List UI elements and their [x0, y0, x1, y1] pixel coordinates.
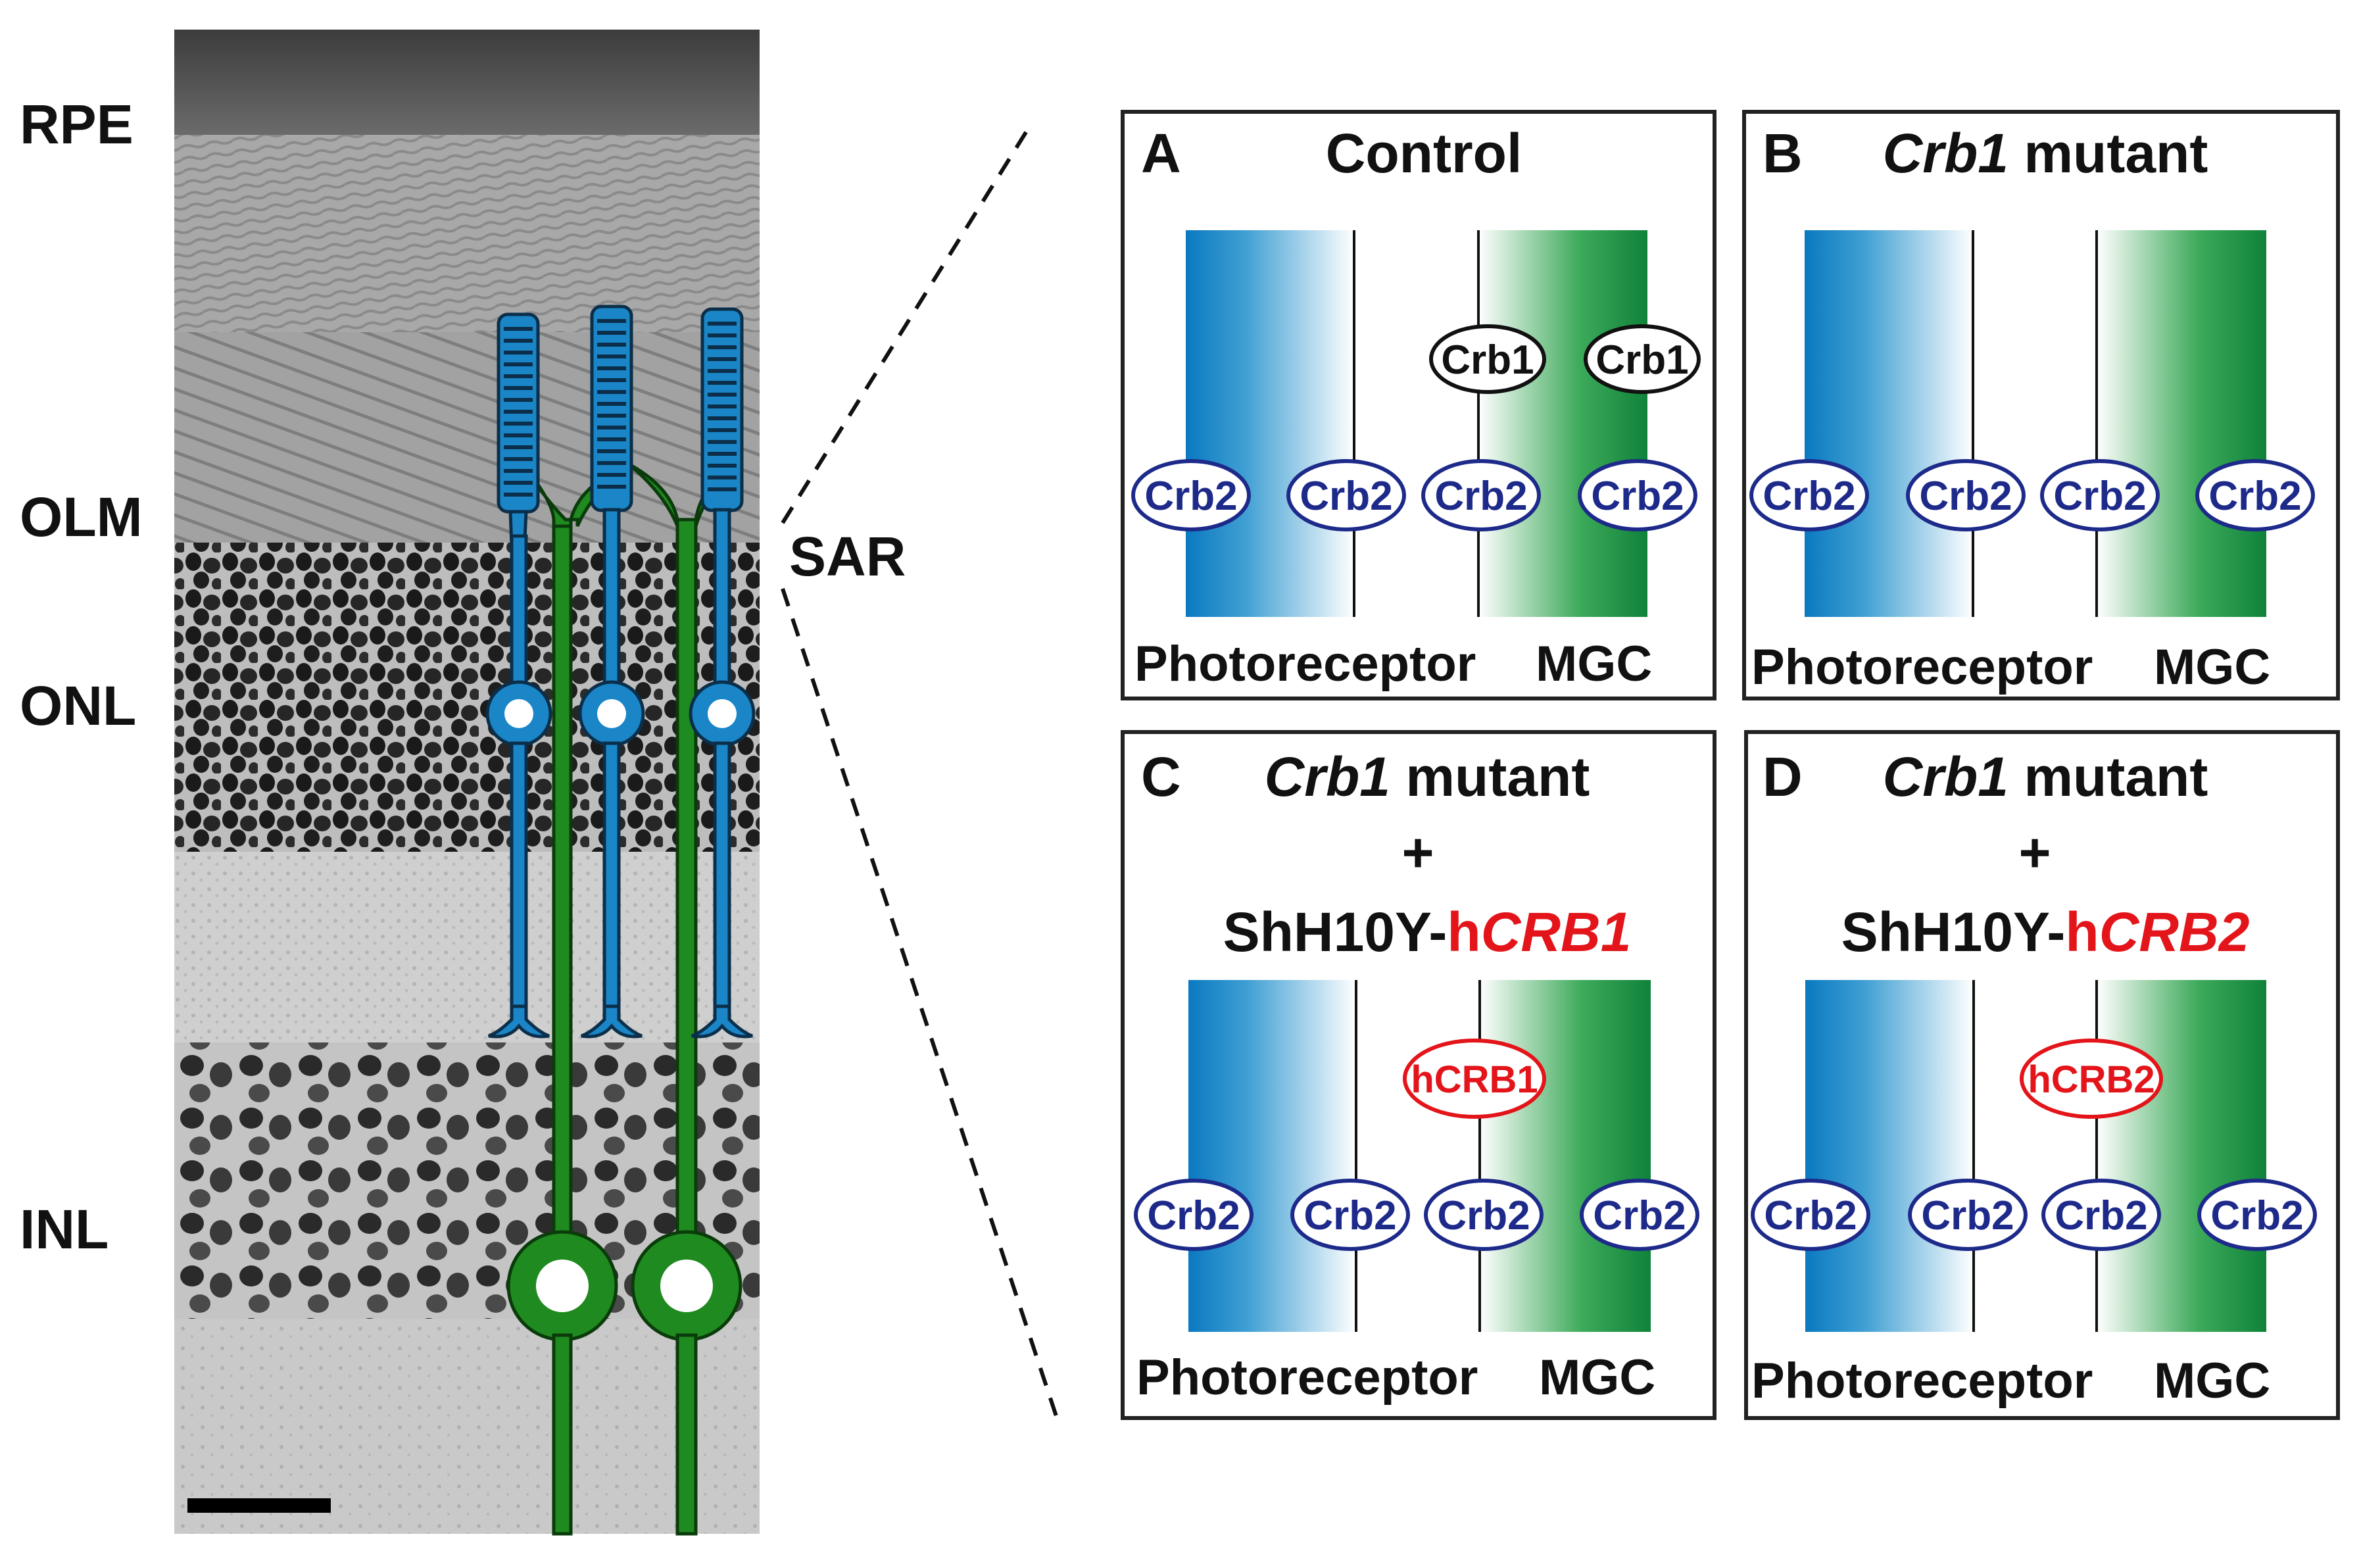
- panel-d-crb2-protein-3: Crb2: [2055, 1193, 2147, 1238]
- zoom-line-top: [781, 120, 1034, 524]
- label-rpe: RPE: [20, 93, 134, 155]
- panel-c-photoreceptor-label: Photoreceptor: [1136, 1350, 1478, 1406]
- label-inl: INL: [20, 1198, 109, 1260]
- panel-d-title: Crb1 mutant: [1883, 746, 2208, 808]
- photoreceptor-cells: [485, 305, 756, 1039]
- panel-b-photoreceptor-label: Photoreceptor: [1751, 639, 2093, 695]
- panel-a-title: Control: [1326, 122, 1522, 184]
- rpe-layer: [174, 30, 760, 135]
- panel-a-letter: A: [1141, 122, 1181, 184]
- panel-c-mgc-label: MGC: [1539, 1350, 1655, 1406]
- panel-b-crb2-protein-2: Crb2: [1919, 474, 2012, 519]
- photoreceptor-inner-segment-layer: [174, 135, 760, 332]
- panel-a: A Control Crb1 Crb1 Crb2 Crb2 Crb2 Crb2 …: [1121, 110, 1716, 700]
- panel-b-crb2-protein-1: Crb2: [1763, 474, 1855, 519]
- panel-a-photoreceptor-membrane: [1186, 230, 1354, 617]
- photoreceptor-cell-1: [485, 312, 552, 1039]
- panel-a-mgc-membrane: [1478, 230, 1647, 617]
- panel-b: B Crb1 mutant Crb2 Crb2 Crb2 Crb2 Photor…: [1742, 110, 2340, 700]
- panel-d-photoreceptor-label: Photoreceptor: [1751, 1353, 2093, 1409]
- panel-c-crb2-protein-4: Crb2: [1593, 1193, 1686, 1238]
- panel-d-crb2-protein-4: Crb2: [2210, 1193, 2303, 1238]
- label-olm: OLM: [20, 486, 143, 548]
- panel-c-vector: ShH10Y-hCRB1: [1223, 901, 1632, 963]
- label-onl: ONL: [20, 675, 136, 737]
- panel-c-photoreceptor-membrane: [1188, 980, 1356, 1332]
- photoreceptor-outer-segment-layer: [174, 332, 760, 543]
- panel-b-title: Crb1 mutant: [1883, 122, 2208, 184]
- panel-d-photoreceptor-membrane: [1805, 980, 1974, 1332]
- panel-c: C Crb1 mutant + ShH10Y-hCRB1 hCRB1 Crb2 …: [1121, 730, 1716, 1420]
- panel-b-crb2-protein-3: Crb2: [2053, 474, 2146, 519]
- panel-a-photoreceptor-label: Photoreceptor: [1134, 636, 1476, 692]
- panel-b-crb2-protein-4: Crb2: [2208, 474, 2301, 519]
- panel-d-crb2-protein-2: Crb2: [1921, 1193, 2014, 1238]
- panel-d-mgc-label: MGC: [2154, 1353, 2270, 1409]
- panel-d: D Crb1 mutant + ShH10Y-hCRB2 hCRB2 Crb2 …: [1744, 730, 2340, 1420]
- panel-d-hcrb2-protein: hCRB2: [2028, 1058, 2154, 1101]
- panel-c-letter: C: [1141, 746, 1181, 808]
- panel-b-mgc-membrane: [2097, 230, 2266, 617]
- retina-micrograph: [174, 30, 760, 1536]
- panel-c-crb2-protein-1: Crb2: [1147, 1193, 1240, 1238]
- panel-d-vector: ShH10Y-hCRB2: [1841, 901, 2250, 963]
- panel-b-letter: B: [1763, 122, 1803, 184]
- panel-d-mgc-membrane: [2097, 980, 2266, 1332]
- opl-layer: [174, 852, 760, 1042]
- muller-cell-2: [627, 462, 742, 1536]
- panel-d-letter: D: [1763, 746, 1803, 808]
- panel-c-crb2-protein-3: Crb2: [1437, 1193, 1530, 1238]
- zoom-line-bottom: [781, 588, 1061, 1425]
- panel-b-photoreceptor-membrane: [1805, 230, 1973, 617]
- panel-c-mgc-membrane: [1480, 980, 1651, 1332]
- panel-c-title: Crb1 mutant: [1265, 746, 1590, 808]
- panel-a-mgc-label: MGC: [1536, 636, 1652, 692]
- onl-nuclei-layer: [174, 543, 760, 852]
- panel-a-crb2-protein-2: Crb2: [1300, 474, 1392, 519]
- panel-c-hcrb1-protein: hCRB1: [1411, 1058, 1538, 1101]
- panel-d-plus: +: [2018, 821, 2051, 883]
- panel-c-crb2-protein-2: Crb2: [1303, 1193, 1396, 1238]
- scale-bar: [187, 1498, 331, 1513]
- panel-a-crb2-protein-4: Crb2: [1591, 474, 1684, 519]
- ipl-layer: [174, 1319, 760, 1534]
- label-sar: SAR: [789, 526, 906, 587]
- photoreceptor-cell-2: [578, 305, 645, 1039]
- panel-a-crb2-protein-3: Crb2: [1434, 474, 1527, 519]
- panel-b-mgc-label: MGC: [2154, 639, 2270, 695]
- panel-c-plus: +: [1401, 821, 1434, 883]
- panel-d-crb2-protein-1: Crb2: [1764, 1193, 1857, 1238]
- panel-a-crb2-protein-1: Crb2: [1144, 474, 1237, 519]
- panel-a-crb1-protein-1: Crb1: [1441, 337, 1534, 383]
- panel-a-crb1-protein-2: Crb1: [1595, 337, 1688, 383]
- photoreceptor-cell-3: [689, 307, 756, 1039]
